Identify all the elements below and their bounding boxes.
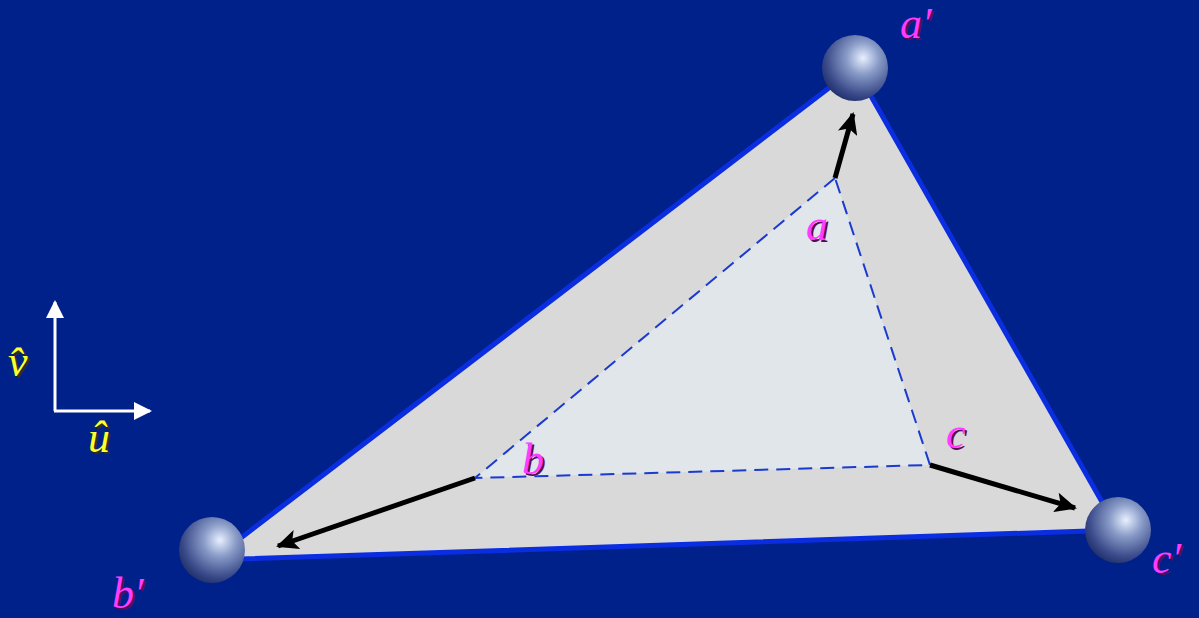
displacement-arrow (930, 465, 1075, 508)
vertex-label: b (522, 438, 544, 482)
vertex-label: b′ (112, 572, 144, 616)
displacement-arrow (278, 478, 475, 546)
vertex-sphere (179, 517, 245, 583)
axis-label: û (88, 416, 110, 460)
vertex-sphere (822, 35, 888, 101)
axis-arrow (54, 302, 57, 411)
axis-arrow (54, 410, 150, 413)
displacement-arrow (835, 114, 853, 178)
vertex-label: a (806, 204, 828, 248)
vertex-label: c′ (1152, 537, 1181, 581)
vertex-sphere (1085, 497, 1151, 563)
axis-label: v̂ (8, 340, 28, 384)
deformed-triangle (212, 68, 1118, 560)
vertex-label: a′ (900, 2, 932, 46)
vertex-label: c (946, 412, 966, 456)
rest-triangle (475, 178, 930, 478)
